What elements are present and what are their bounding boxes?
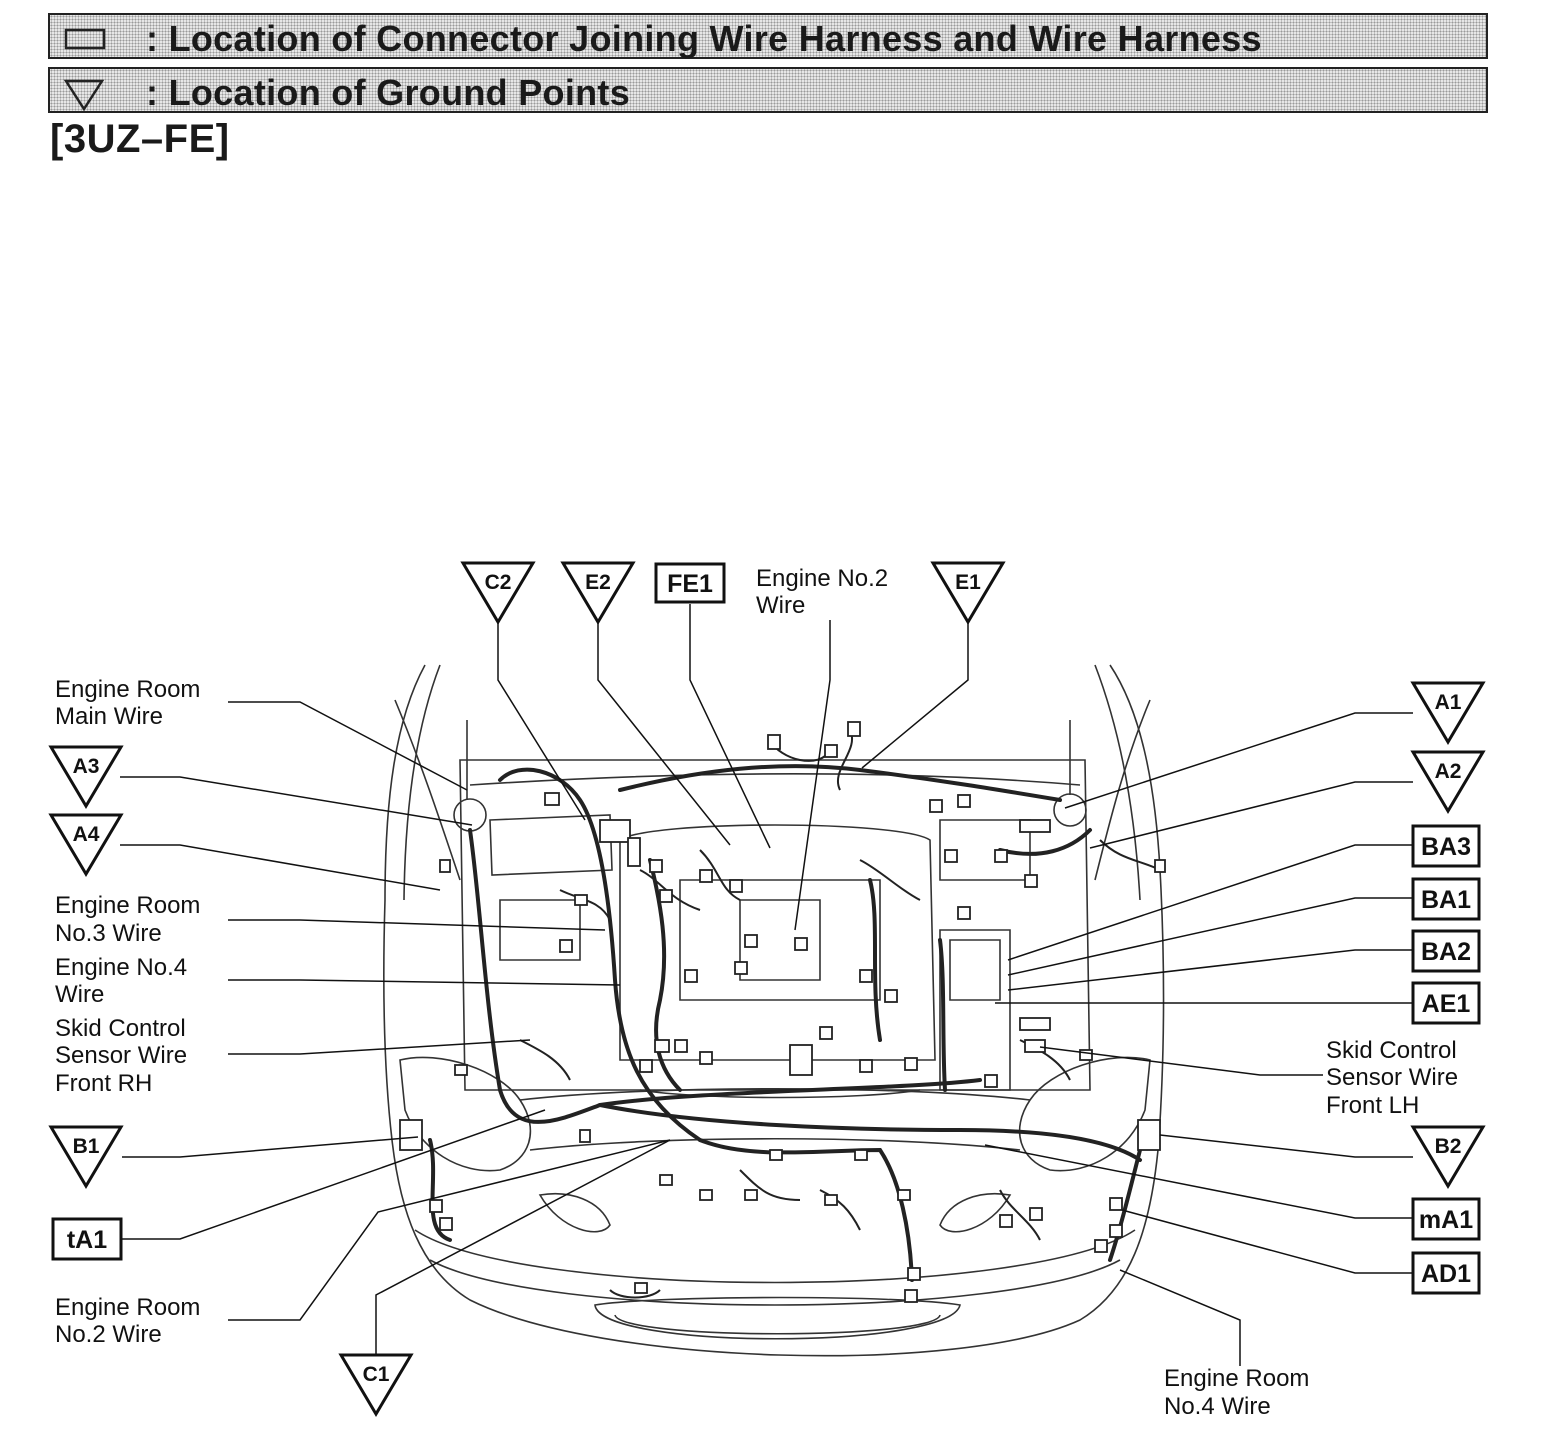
legend-ground-row: : Location of Ground Points — [48, 67, 1488, 113]
connector-ba2: BA2 — [1411, 929, 1481, 973]
svg-text:C1: C1 — [363, 1363, 390, 1386]
svg-text:E1: E1 — [955, 571, 981, 594]
ground-point-a1: A1 — [1410, 681, 1486, 745]
label-skid-control-front-lh: Skid Control Sensor Wire Front LH — [1326, 1037, 1458, 1119]
svg-text:No.3 Wire: No.3 Wire — [55, 920, 162, 947]
wire-harness-paths — [428, 764, 1142, 1282]
connector-fe1: FE1 — [654, 562, 726, 604]
label-engine-no4-wire: Engine No.4 Wire — [55, 954, 187, 1008]
svg-text:No.2 Wire: No.2 Wire — [55, 1321, 162, 1348]
callout-leader-lines — [120, 604, 1413, 1366]
svg-text:mA1: mA1 — [1419, 1206, 1473, 1234]
svg-text:Front RH: Front RH — [55, 1070, 152, 1097]
svg-text:E2: E2 — [585, 571, 611, 594]
svg-text:Wire: Wire — [756, 592, 805, 619]
connector-ae1: AE1 — [1411, 981, 1481, 1025]
ground-point-a4: A4 — [48, 813, 124, 877]
svg-text:Front LH: Front LH — [1326, 1092, 1419, 1119]
connector-ta1: tA1 — [51, 1217, 123, 1261]
ground-point-b1: B1 — [48, 1125, 124, 1189]
svg-text:Engine Room: Engine Room — [55, 892, 200, 919]
ground-point-e2: E2 — [560, 561, 636, 625]
ground-point-c2: C2 — [460, 561, 536, 625]
svg-text:A4: A4 — [73, 823, 100, 846]
svg-text:B2: B2 — [1435, 1135, 1462, 1158]
svg-text:Sensor Wire: Sensor Wire — [55, 1042, 187, 1069]
svg-text:Wire: Wire — [55, 981, 104, 1008]
label-engine-no2-wire: Engine No.2 Wire — [756, 565, 888, 619]
svg-text:C2: C2 — [485, 571, 512, 594]
connector-ba1: BA1 — [1411, 877, 1481, 921]
svg-text:A3: A3 — [73, 755, 100, 778]
svg-text:Engine Room: Engine Room — [55, 1294, 200, 1321]
ground-point-b2: B2 — [1410, 1125, 1486, 1189]
ground-point-a3: A3 — [48, 745, 124, 809]
svg-text:Engine Room: Engine Room — [1164, 1365, 1309, 1392]
svg-text:Skid Control: Skid Control — [1326, 1037, 1457, 1064]
svg-text:AE1: AE1 — [1422, 990, 1471, 1018]
label-engine-room-no2-wire: Engine Room No.2 Wire — [55, 1294, 200, 1348]
svg-text:AD1: AD1 — [1421, 1260, 1471, 1288]
ground-point-e1: E1 — [930, 561, 1006, 625]
svg-text:BA1: BA1 — [1421, 886, 1471, 914]
rectangle-icon — [64, 28, 106, 50]
svg-text:Skid Control: Skid Control — [55, 1015, 186, 1042]
connector-ad1: AD1 — [1411, 1251, 1481, 1295]
svg-text:tA1: tA1 — [67, 1226, 107, 1254]
ground-point-c1: C1 — [338, 1353, 414, 1417]
connector-blocks — [399, 721, 1166, 1303]
svg-text:Engine Room: Engine Room — [55, 676, 200, 703]
connector-ba3: BA3 — [1411, 824, 1481, 868]
svg-text:A1: A1 — [1435, 691, 1462, 714]
svg-text:Engine No.4: Engine No.4 — [55, 954, 187, 981]
ground-point-a2: A2 — [1410, 750, 1486, 814]
label-engine-room-no3-wire: Engine Room No.3 Wire — [55, 892, 200, 947]
svg-text:BA3: BA3 — [1421, 833, 1471, 861]
svg-text:Sensor Wire: Sensor Wire — [1326, 1064, 1458, 1091]
svg-text:Engine No.2: Engine No.2 — [756, 565, 888, 592]
label-skid-control-front-rh: Skid Control Sensor Wire Front RH — [55, 1015, 187, 1097]
connector-ma1: mA1 — [1411, 1197, 1481, 1241]
svg-text:No.4 Wire: No.4 Wire — [1164, 1393, 1271, 1420]
triangle-down-icon — [63, 79, 105, 111]
svg-text:A2: A2 — [1435, 760, 1462, 783]
svg-text:BA2: BA2 — [1421, 938, 1471, 966]
label-engine-room-no4-wire: Engine Room No.4 Wire — [1164, 1365, 1309, 1420]
label-engine-room-main-wire: Engine Room Main Wire — [55, 676, 200, 730]
svg-text:FE1: FE1 — [667, 570, 713, 598]
legend-ground-text: : Location of Ground Points — [146, 72, 631, 113]
svg-text:B1: B1 — [73, 1135, 100, 1158]
wire-branches — [519, 729, 1161, 1299]
legend-connector-text: : Location of Connector Joining Wire Har… — [146, 18, 1262, 59]
svg-text:Main Wire: Main Wire — [55, 703, 163, 730]
engine-variant-label: [3UZ–FE] — [50, 117, 230, 161]
legend-connector-row: : Location of Connector Joining Wire Har… — [48, 13, 1488, 59]
